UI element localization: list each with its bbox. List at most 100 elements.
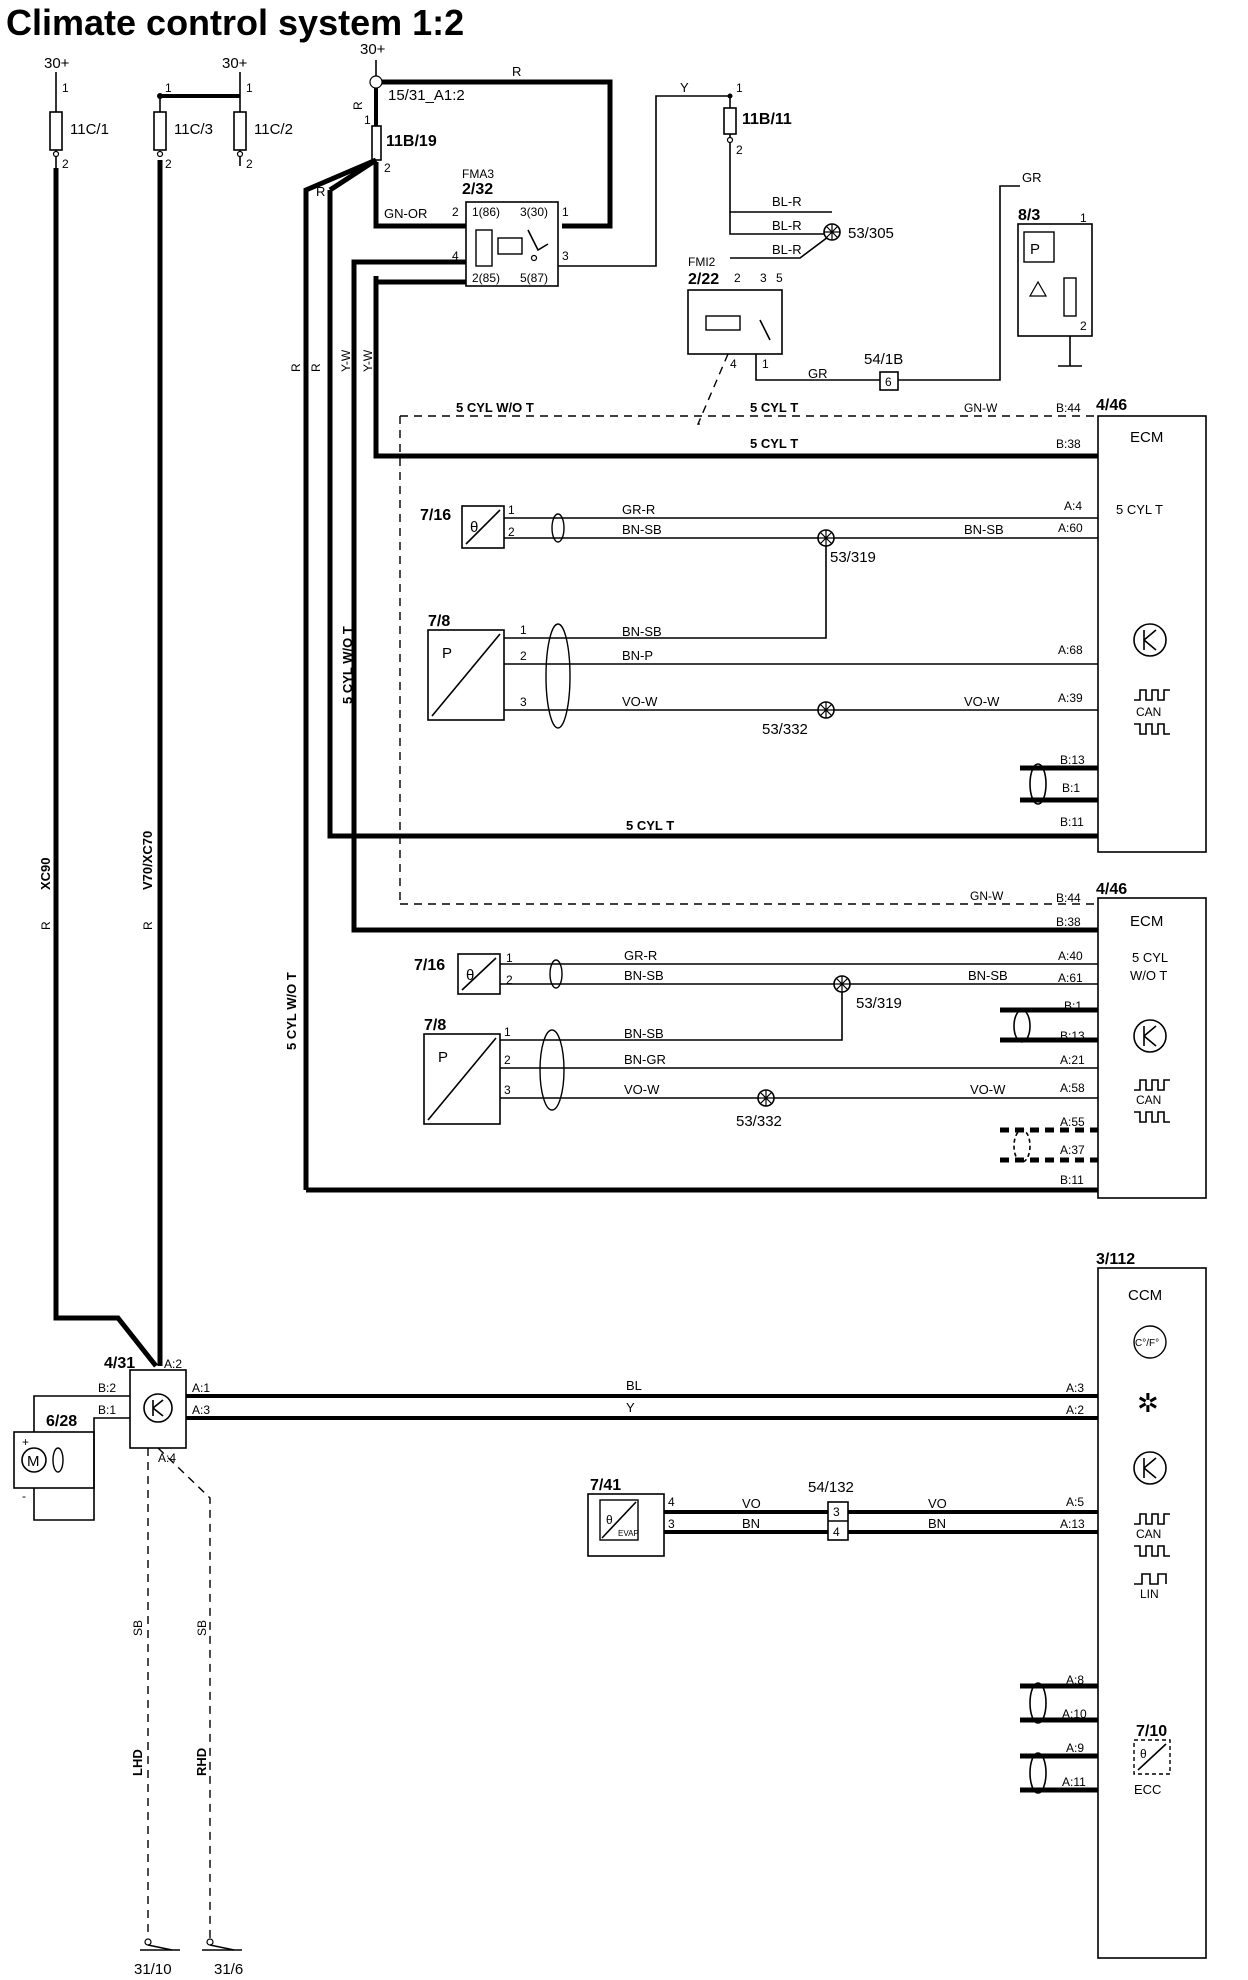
temp-sensor-7-16-b: 7/16 θ 1 2 [414, 951, 513, 995]
fuse-name: 11B/11 [742, 111, 792, 128]
wire-color: Y [680, 80, 689, 95]
fan-motor-6-28: 6/28 M + - [13, 1413, 95, 1503]
component-id: 7/41 [590, 1477, 621, 1494]
relay-pin: 4 [730, 357, 737, 371]
module-name: CCM [1128, 1287, 1162, 1304]
node-label: 15/31_A1:2 [388, 87, 465, 104]
component-id: 7/8 [424, 1017, 446, 1034]
module-name: ECM [1130, 913, 1163, 930]
connector-54-132: 54/132 3 4 [808, 1479, 854, 1541]
relay-pin: 3 [562, 249, 569, 263]
connector-label: 54/132 [808, 1479, 854, 1496]
pin-label: B:11 [1060, 1173, 1084, 1187]
relay-pin: 1 [562, 205, 569, 219]
relay-name: FMA3 [462, 167, 494, 181]
pin-label: A:11 [1062, 1775, 1086, 1789]
ground-label: 31/10 [134, 1961, 172, 1978]
polarity: - [22, 1489, 26, 1503]
ccm-pins: A:3 A:2 A:5 A:13 A:8 A:10 A:9 A:11 [1060, 1381, 1087, 1789]
connector-label: 54/1B [864, 351, 903, 368]
can-pulse-icon [1134, 1079, 1170, 1091]
relay-pin: 5 [776, 271, 783, 285]
pin-label: B:44 [1056, 891, 1081, 905]
pressure-sensor-7-8-a: 7/8 P 1 2 3 [427, 613, 527, 721]
component-pin: 1 [504, 1025, 511, 1039]
component-id: 4/31 [104, 1355, 135, 1372]
pressure-symbol: P [438, 1049, 448, 1066]
can-label: CAN [1136, 1093, 1161, 1107]
lin-label: LIN [1140, 1587, 1159, 1601]
wire-color: R [39, 921, 53, 930]
snowflake-icon: ✲ [1137, 1388, 1159, 1418]
ecm1-pins: B:44 B:38 A:4 A:60 A:68 A:39 B:13 B:1 B:… [1056, 401, 1085, 829]
fuse-11b-19: R 1 2 11B/19 [351, 88, 437, 175]
variant-label: XC90 [38, 857, 53, 890]
wire-color: GR-R [622, 502, 655, 517]
polarity: + [22, 1435, 29, 1449]
fuse-pin: 1 [246, 81, 253, 95]
fuse-pin: 1 [736, 81, 743, 95]
can-pulse-icon [1134, 723, 1170, 735]
module-variant: W/O T [1130, 968, 1167, 983]
splice-53-305: 53/305 [823, 223, 894, 242]
ecm2-pins: B:44 B:38 A:40 A:61 B:1 B:13 A:21 A:58 A… [1056, 891, 1085, 1187]
wire-color: GN-OR [384, 206, 427, 221]
wire-color: BN-SB [624, 1026, 664, 1041]
fuse-pin: 2 [246, 157, 253, 171]
wire-color: BN-SB [624, 968, 664, 983]
wire-color: VO-W [964, 694, 1000, 709]
relay-pin: 1(86) [472, 205, 500, 219]
wire-color: R [309, 363, 323, 372]
pressure-symbol: P [1030, 241, 1040, 258]
twisted-pair-icon [545, 623, 571, 729]
wire-color: GR-R [624, 948, 657, 963]
theta-symbol: θ [606, 1513, 613, 1527]
pin-label: A:13 [1060, 1517, 1085, 1531]
pressure-switch-8-3: 8/3 P 1 2 [1017, 207, 1093, 337]
relay-pin: 2 [734, 271, 741, 285]
variant-label: 5 CYL T [750, 436, 798, 451]
fuse-pin: 1 [62, 81, 69, 95]
component-pin: 1 [520, 623, 527, 637]
temp-unit-label: C°/F° [1135, 1338, 1159, 1349]
ecm-module-1: 4/46 ECM 5 CYL T CAN [1096, 397, 1207, 853]
wire-color: BN [742, 1516, 760, 1531]
can-label: CAN [1136, 705, 1161, 719]
page-title: Climate control system 1:2 [6, 2, 465, 43]
connector-pin: 4 [833, 1525, 840, 1539]
ccm-module: 3/112 CCM C°/F° ✲ CAN LIN 7/10 θ ECC [1096, 1251, 1207, 1959]
relay-pin: 5(87) [520, 271, 548, 285]
can-pulse-icon [1134, 1545, 1170, 1557]
pin-label: A:60 [1058, 521, 1083, 535]
wire-color: BL-R [772, 218, 802, 233]
component-pin: 1 [508, 503, 515, 517]
splice-53-332-a: 53/332 [762, 701, 835, 738]
wire-color: Y [626, 1400, 635, 1415]
splice-label: 53/305 [848, 225, 894, 242]
can-label: CAN [1136, 1527, 1161, 1541]
wire-color: SB [195, 1620, 209, 1636]
wire-color: BN-SB [622, 522, 662, 537]
relay-pin: 2(85) [472, 271, 500, 285]
wire-color: R [316, 184, 325, 199]
wire-color: BN [928, 1516, 946, 1531]
splice-label: 53/332 [736, 1113, 782, 1130]
pin-label: B:38 [1056, 915, 1081, 929]
theta-symbol: θ [466, 967, 474, 984]
wire-color: BN-SB [968, 968, 1008, 983]
component-pin: 3 [668, 1517, 675, 1531]
component-pin: 4 [668, 1495, 675, 1509]
motor-symbol: M [27, 1453, 40, 1470]
supply-label-1: 30+ [44, 55, 70, 72]
supply-node [369, 75, 383, 89]
temp-sensor-7-16-a: 7/16 θ 1 2 [420, 503, 515, 549]
wire-color: VO [742, 1496, 761, 1511]
ground-label: 31/6 [214, 1961, 243, 1978]
lin-pulse-icon [1134, 1573, 1167, 1585]
transistor-icon [1143, 1025, 1157, 1047]
supply-label-2: 30+ [222, 55, 248, 72]
wire-color: BN-P [622, 648, 653, 663]
splice-53-332-b: 53/332 [736, 1089, 782, 1130]
component-pin: 2 [520, 649, 527, 663]
